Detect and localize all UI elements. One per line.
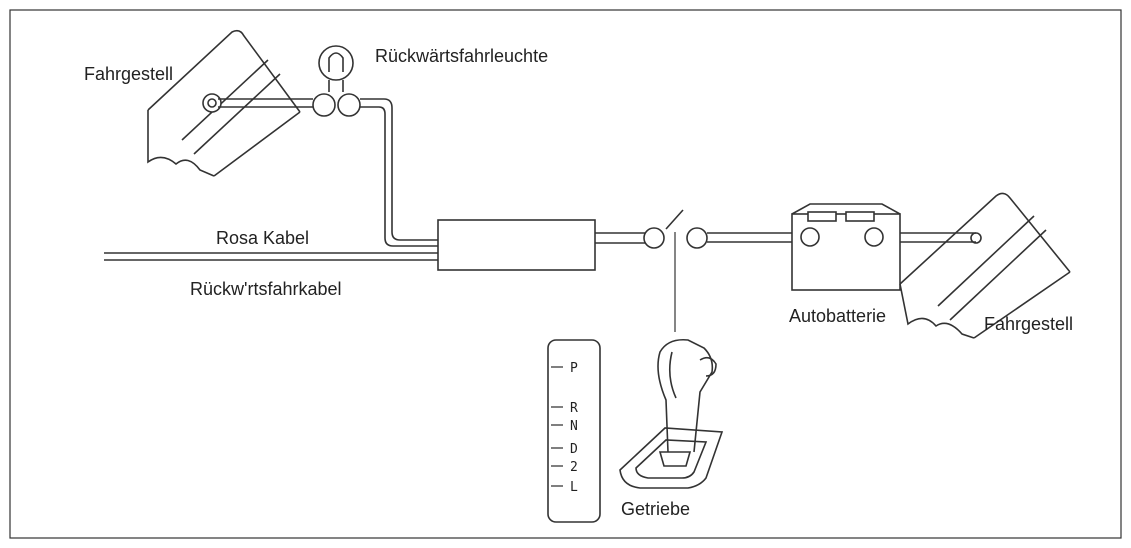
wire-pink-cable [104, 252, 438, 261]
label-transmission: Getriebe [621, 499, 690, 519]
label-battery: Autobatterie [789, 306, 886, 326]
label-chassis-right: Fahrgestell [984, 314, 1073, 334]
gear-label-l: L [570, 480, 578, 495]
gear-label-n: N [570, 419, 578, 434]
label-reverse-cable: Rückw'rtsfahrkabel [190, 279, 342, 299]
wire-module-switch [595, 232, 645, 244]
reverse-lamp [312, 45, 361, 117]
relay-module [437, 219, 596, 271]
gear-label-2: 2 [570, 460, 578, 475]
battery [791, 203, 901, 291]
wire-lamp-module-a [360, 98, 438, 241]
label-reverse-light: Rückwärtsfahrleuchte [375, 46, 548, 66]
label-pink-cable: Rosa Kabel [216, 228, 309, 248]
label-chassis-left: Fahrgestell [84, 64, 173, 84]
wire-lamp-module-b [360, 106, 438, 247]
gear-label-d: D [570, 442, 578, 457]
switch-contact-left [643, 227, 665, 249]
switch-lever [665, 209, 684, 230]
switch-contact-right [686, 227, 708, 249]
gear-label-p: P [570, 361, 578, 376]
gear-indicator [547, 339, 601, 523]
chassis-rail-left [147, 29, 301, 177]
wire-chassis-lamp [218, 98, 313, 108]
chassis-rail-right [899, 192, 1071, 339]
shift-lever [619, 338, 724, 489]
gear-label-r: R [570, 401, 578, 416]
